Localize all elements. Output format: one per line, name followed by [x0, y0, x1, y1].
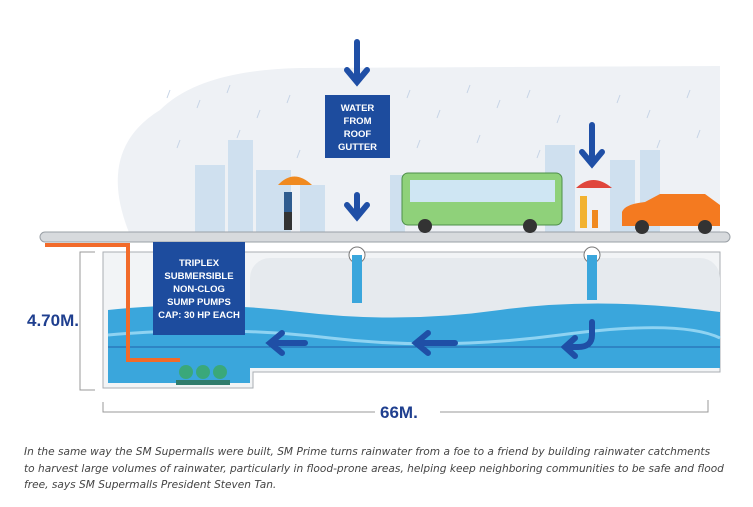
svg-text:NON-CLOG: NON-CLOG	[173, 284, 225, 295]
depth-dimension-line	[79, 251, 95, 391]
pedestrian-with-umbrella	[278, 176, 312, 230]
water-inlet-2	[583, 246, 601, 300]
bus	[401, 172, 563, 233]
road-surface	[39, 231, 731, 243]
car	[622, 194, 720, 234]
rainwater-catchment-diagram: WATER FROM ROOF GUTTER TRIPLEX SUBMERSIB…	[27, 39, 731, 422]
svg-text:SUMP PUMPS: SUMP PUMPS	[167, 297, 231, 308]
image-caption: In the same way the SM Supermalls were b…	[24, 446, 724, 491]
discharge-pipe	[45, 243, 180, 362]
svg-text:SUBMERSIBLE: SUBMERSIBLE	[164, 271, 233, 282]
flow-arrow-icons	[265, 39, 605, 359]
pedestrians-with-umbrella	[576, 180, 612, 228]
rain	[166, 84, 701, 159]
depth-label: 4.70M.	[27, 311, 79, 330]
sump-pumps	[176, 365, 230, 385]
sump-pumps-label: TRIPLEX SUBMERSIBLE NON-CLOG SUMP PUMPS …	[153, 242, 245, 335]
svg-text:CAP: 30 HP EACH: CAP: 30 HP EACH	[158, 310, 240, 321]
roof-gutter-label: WATER FROM ROOF GUTTER	[325, 95, 390, 158]
svg-text:GUTTER: GUTTER	[338, 142, 377, 153]
water-inlet-1	[348, 246, 366, 303]
svg-text:TRIPLEX: TRIPLEX	[179, 258, 220, 269]
svg-text:WATER: WATER	[341, 103, 375, 114]
length-dimension-line	[102, 400, 709, 413]
svg-text:ROOF: ROOF	[344, 129, 372, 140]
svg-text:FROM: FROM	[344, 116, 372, 127]
length-label: 66M.	[380, 403, 418, 422]
